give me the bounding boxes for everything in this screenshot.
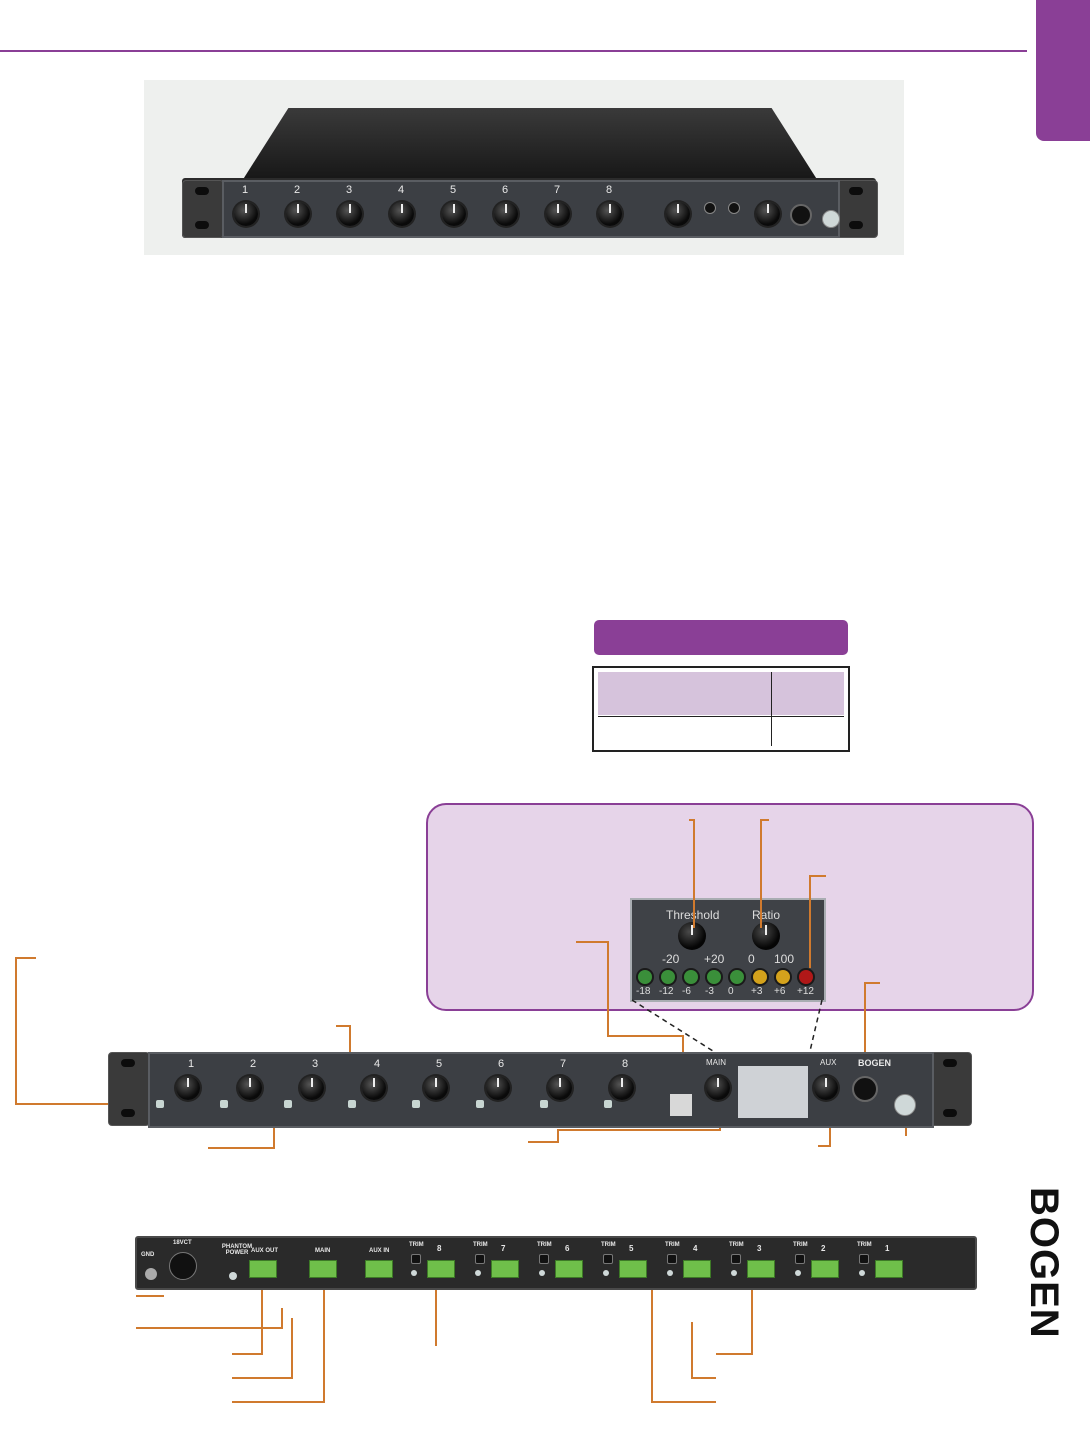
rear-power-label: 18VCT — [173, 1240, 192, 1246]
mic-switch-5[interactable] — [412, 1100, 420, 1108]
trim-pot-5[interactable] — [603, 1254, 613, 1264]
mic-switch-3[interactable] — [284, 1100, 292, 1108]
main-out-terminal[interactable] — [309, 1260, 337, 1278]
line-mic-switch-2[interactable] — [795, 1270, 801, 1276]
trim-label: TRIM — [409, 1242, 424, 1248]
mic-switch-7[interactable] — [540, 1100, 548, 1108]
leader-line-mic — [692, 1322, 716, 1378]
gain-knob-1[interactable] — [176, 1076, 200, 1100]
input-terminal-3[interactable] — [747, 1260, 775, 1278]
trim-pot-6[interactable] — [539, 1254, 549, 1264]
ch-label-6: 6 — [498, 1058, 504, 1070]
main-label: MAIN — [706, 1058, 726, 1067]
gain-knob-8[interactable] — [610, 1076, 634, 1100]
bogen-logo: BOGEN — [1021, 1187, 1066, 1339]
leader-main-out — [232, 1290, 324, 1402]
input-label-1: 1 — [885, 1244, 889, 1253]
ch-label-8: 8 — [622, 1058, 628, 1070]
gain-knob-3[interactable] — [300, 1076, 324, 1100]
front-channel-row: 1 2 3 4 5 6 7 8 — [156, 1058, 676, 1122]
rear-panel: 18VCT GND PHANTOM POWER AUX OUT MAIN AUX… — [135, 1236, 977, 1290]
trim-label: TRIM — [793, 1242, 808, 1248]
gnd-terminal[interactable] — [145, 1268, 157, 1280]
aux-knob[interactable] — [814, 1076, 838, 1100]
front-brand: BOGEN — [858, 1058, 891, 1068]
input-label-4: 4 — [693, 1244, 697, 1253]
input-terminal-1[interactable] — [875, 1260, 903, 1278]
line-mic-switch-3[interactable] — [731, 1270, 737, 1276]
input-terminal-2[interactable] — [811, 1260, 839, 1278]
trim-label: TRIM — [729, 1242, 744, 1248]
leader-ratio — [761, 820, 769, 928]
gain-knob-4[interactable] — [362, 1076, 386, 1100]
rear-gnd-label: GND — [141, 1252, 154, 1258]
ch-label-7: 7 — [560, 1058, 566, 1070]
input-terminal-8[interactable] — [427, 1260, 455, 1278]
main-knob[interactable] — [706, 1076, 730, 1100]
trim-pot-7[interactable] — [475, 1254, 485, 1264]
trim-pot-4[interactable] — [667, 1254, 677, 1264]
trim-label: TRIM — [601, 1242, 616, 1248]
trim-label: TRIM — [473, 1242, 488, 1248]
trim-pot-3[interactable] — [731, 1254, 741, 1264]
input-terminal-6[interactable] — [555, 1260, 583, 1278]
input-label-3: 3 — [757, 1244, 761, 1253]
headphone-jack[interactable] — [852, 1076, 878, 1102]
line-mic-switch-8[interactable] — [411, 1270, 417, 1276]
trim-pot-8[interactable] — [411, 1254, 421, 1264]
limiter-switch[interactable] — [670, 1094, 692, 1116]
gain-knob-5[interactable] — [424, 1076, 448, 1100]
trim-pot-1[interactable] — [859, 1254, 869, 1264]
aux-label: AUX — [820, 1058, 836, 1067]
phantom-switch[interactable] — [229, 1272, 237, 1280]
leader-aux-out — [232, 1290, 262, 1354]
input-label-7: 7 — [501, 1244, 505, 1253]
trim-pot-2[interactable] — [795, 1254, 805, 1264]
line-mic-switch-7[interactable] — [475, 1270, 481, 1276]
trim-label: TRIM — [857, 1242, 872, 1248]
gain-knob-7[interactable] — [548, 1076, 572, 1100]
power-button[interactable] — [894, 1094, 916, 1116]
rack-ear-left-2 — [108, 1052, 150, 1126]
aux-out-terminal[interactable] — [249, 1260, 277, 1278]
trim-label: TRIM — [537, 1242, 552, 1248]
line-mic-switch-1[interactable] — [859, 1270, 865, 1276]
mic-switch-6[interactable] — [476, 1100, 484, 1108]
ch-label-2: 2 — [250, 1058, 256, 1070]
mic-switch-1[interactable] — [156, 1100, 164, 1108]
gain-knob-2[interactable] — [238, 1076, 262, 1100]
line-mic-switch-4[interactable] — [667, 1270, 673, 1276]
leader-threshold — [689, 820, 694, 928]
rack-ear-right-2 — [930, 1052, 972, 1126]
rear-aux-in-label: AUX IN — [369, 1248, 389, 1254]
mic-switch-2[interactable] — [220, 1100, 228, 1108]
limiter-section — [738, 1066, 808, 1118]
input-label-5: 5 — [629, 1244, 633, 1253]
gain-knob-6[interactable] — [486, 1076, 510, 1100]
ch-label-1: 1 — [188, 1058, 194, 1070]
input-label-8: 8 — [437, 1244, 441, 1253]
aux-in-terminal[interactable] — [365, 1260, 393, 1278]
input-terminal-4[interactable] — [683, 1260, 711, 1278]
power-input-jack[interactable] — [169, 1252, 197, 1280]
ch-label-4: 4 — [374, 1058, 380, 1070]
rear-main-label: MAIN — [315, 1248, 330, 1254]
rear-aux-out-label: AUX OUT — [251, 1248, 278, 1254]
leader-phantom — [136, 1308, 282, 1328]
input-label-2: 2 — [821, 1244, 825, 1253]
line-mic-switch-5[interactable] — [603, 1270, 609, 1276]
mic-switch-8[interactable] — [604, 1100, 612, 1108]
trim-label: TRIM — [665, 1242, 680, 1248]
mic-switch-4[interactable] — [348, 1100, 356, 1108]
leader-input — [716, 1290, 752, 1354]
input-terminal-5[interactable] — [619, 1260, 647, 1278]
ch-label-5: 5 — [436, 1058, 442, 1070]
ch-label-3: 3 — [312, 1058, 318, 1070]
leader-limit-led — [810, 876, 826, 968]
input-label-6: 6 — [565, 1244, 569, 1253]
line-mic-switch-6[interactable] — [539, 1270, 545, 1276]
input-terminal-7[interactable] — [491, 1260, 519, 1278]
